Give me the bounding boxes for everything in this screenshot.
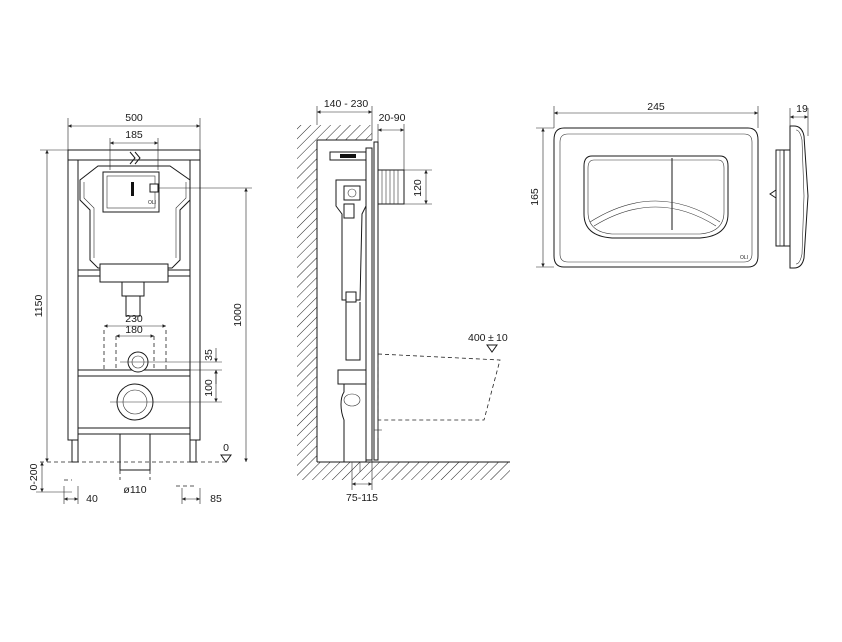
label-drain-diameter: ø110 [123, 484, 146, 496]
dim-floor-range: 75-115 [346, 460, 378, 504]
label-plate-width: 245 [647, 101, 665, 113]
button-housing [377, 169, 405, 205]
floor-hatch [317, 462, 510, 480]
label-front-inner: 185 [125, 129, 143, 141]
label-side-button: 120 [412, 179, 424, 197]
label-bowl-tolerance-sign: ± [488, 332, 494, 344]
dim-plate-width: 245 [553, 101, 759, 128]
label-bowl-height: 400 [468, 332, 486, 344]
inlet-pipe [120, 351, 222, 373]
dim-bolt-inner: 180 [116, 324, 154, 338]
flush-plate-view: OLI 245 165 19 [529, 101, 809, 269]
label-bowl-tolerance: 10 [496, 332, 508, 344]
dim-leg-adjust: 0-200 [28, 462, 72, 493]
plate-logo: OLI [740, 255, 748, 261]
front-logo: OLI [148, 200, 156, 206]
label-plate-height: 165 [529, 188, 541, 206]
label-button-height: 1000 [232, 303, 244, 327]
dim-bowl-height: 400 ± 10 [468, 332, 508, 353]
label-right-offset: 85 [210, 493, 222, 505]
label-wall-gap: 140 - 230 [324, 98, 369, 110]
dim-right-offset: 85 [176, 485, 222, 505]
side-view: 140 - 230 20-90 120 400 ± 10 75-11 [297, 98, 510, 504]
dim-left-offset: 40 [63, 479, 98, 505]
dim-button-height: 100 0 [158, 187, 252, 462]
flush-arrow-icon [129, 151, 141, 165]
dim-wall-gap: 140 - 230 [316, 98, 373, 140]
dim-bolt-outer: 230 [104, 313, 166, 328]
drain-pipe [110, 383, 222, 480]
label-bolt-outer: 230 [125, 313, 143, 325]
label-total-height: 1150 [33, 295, 45, 318]
toilet-bowl-outline [377, 353, 501, 421]
label-zero-level: 0 [223, 442, 229, 454]
panel-plate [373, 141, 379, 461]
cistern [79, 165, 191, 317]
label-left-offset: 40 [86, 493, 98, 505]
flush-plate-side [769, 125, 809, 269]
flush-plate-front: OLI [553, 127, 759, 268]
dim-front-width: 500 [67, 112, 201, 150]
label-bolt-inner: 180 [125, 324, 143, 336]
label-pipe-offset: 35 [203, 349, 215, 361]
side-frame [329, 147, 373, 472]
front-view: OLI [28, 112, 252, 505]
label-plate-depth: 19 [796, 103, 808, 115]
label-floor-range: 75-115 [346, 492, 378, 504]
dim-side-button: 120 [404, 169, 432, 205]
dim-plate-depth: 19 [789, 103, 809, 136]
bolt-holes [103, 330, 167, 370]
dim-front-inner: 185 [109, 129, 159, 170]
label-front-width: 500 [125, 112, 143, 124]
label-leg-adjust: 0-200 [28, 463, 40, 490]
label-pipe-height: 100 [203, 379, 215, 397]
wall-hatch [297, 125, 317, 480]
dim-plate-height: 165 [529, 127, 554, 268]
dim-total-height: 1150 [33, 149, 68, 462]
label-panel-depth: 20-90 [379, 112, 406, 124]
dim-pipe-height: 100 [203, 370, 218, 402]
zero-level-marker: 0 [220, 442, 232, 463]
plate-outline [553, 127, 759, 268]
wall-top-hatch [317, 125, 372, 140]
plate-button-outline [583, 155, 729, 239]
dim-panel-depth: 20-90 [377, 112, 406, 170]
inspection-opening: OLI [102, 171, 160, 213]
